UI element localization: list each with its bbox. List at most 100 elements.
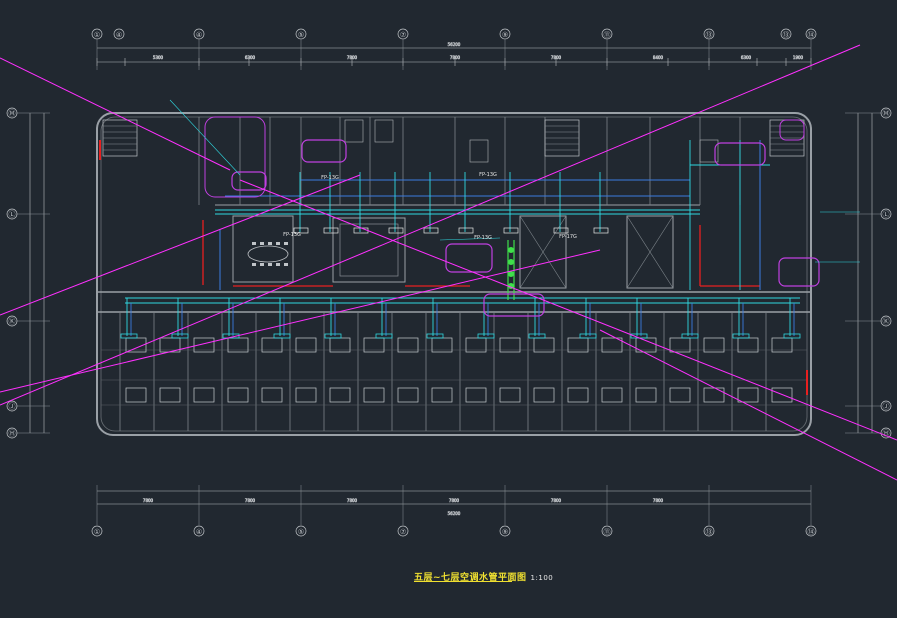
bed	[295, 387, 317, 403]
revision-cloud	[778, 257, 820, 287]
dimension-span-bottom: 7800	[653, 498, 664, 503]
axis-bubble-top	[601, 28, 613, 40]
chair	[260, 242, 264, 245]
bed	[431, 387, 453, 403]
diagonal-line	[0, 249, 601, 393]
annotations	[169, 99, 860, 317]
toilet-room	[374, 119, 394, 143]
toilet-room	[469, 139, 489, 163]
drawing-title-text: 五层~七层空调水管平面图	[414, 573, 527, 583]
conference-table	[247, 245, 289, 263]
axis-label-left: Ⓚ	[9, 318, 16, 326]
axis-bubble-bottom	[499, 525, 511, 537]
axis-label-right: Ⓛ	[883, 211, 890, 219]
riser-valve	[508, 271, 514, 277]
axis-bubble-bottom	[397, 525, 409, 537]
dimension-span-bottom: 7800	[245, 498, 256, 503]
dimension-span-top: 1900	[793, 55, 804, 60]
axis-label-bottom: ⑬	[706, 528, 713, 536]
bed	[499, 337, 521, 353]
fan-coil-unit	[375, 333, 393, 339]
chair	[260, 263, 264, 266]
chair	[276, 242, 280, 245]
fan-coil-label: FP-13G	[283, 232, 301, 238]
fan-coil-unit	[388, 227, 404, 234]
axis-label-top: ⑬	[706, 31, 713, 39]
leader-line	[439, 237, 501, 241]
axis-label-left: Ⓛ	[9, 211, 16, 219]
fan-coil-unit	[171, 333, 189, 339]
bed	[771, 337, 793, 353]
diagonal-line	[599, 329, 897, 481]
bed	[533, 387, 555, 403]
axis-label-right: Ⓚ	[883, 318, 890, 326]
bed	[771, 387, 793, 403]
drawing-scale: 1:100	[530, 574, 554, 582]
axis-label-top: ④	[196, 31, 202, 39]
bed	[669, 387, 691, 403]
dimension-span-top: 5300	[153, 55, 164, 60]
bed	[465, 387, 487, 403]
meeting-room	[232, 215, 294, 283]
axis-label-bottom: ④	[196, 528, 202, 536]
dimension-span-bottom: 7800	[347, 498, 358, 503]
bed	[567, 387, 589, 403]
axis-label-right: Ⓜ	[883, 110, 890, 118]
bed	[499, 387, 521, 403]
axis-bubble-top	[499, 28, 511, 40]
fan-coil-label: FP-13G	[474, 235, 492, 241]
fan-coil-unit	[528, 333, 546, 339]
riser-valve	[508, 259, 514, 265]
bed	[227, 387, 249, 403]
fan-coil-unit	[423, 227, 439, 234]
chair	[252, 242, 256, 245]
fan-coil-unit	[323, 227, 339, 234]
bed	[261, 337, 283, 353]
axis-bubble-bottom	[703, 525, 715, 537]
axis-label-top: ⑬	[783, 31, 790, 39]
axis-bubble-bottom	[91, 525, 103, 537]
dimension-span-top: 6300	[245, 55, 256, 60]
bed	[397, 387, 419, 403]
axis-label-top: ⑨	[502, 31, 508, 39]
axis-label-top: ⑭	[808, 31, 815, 39]
dimension-span-bottom: 7800	[551, 498, 562, 503]
revision-cloud	[301, 139, 347, 163]
dimension-span-top: 7800	[347, 55, 358, 60]
axis-label-top: ⑤	[298, 31, 304, 39]
revision-cloud	[779, 119, 805, 141]
fan-coil-unit	[579, 333, 597, 339]
dimension-span-bottom: 7800	[449, 498, 460, 503]
riser-valve	[508, 247, 514, 253]
bed	[703, 337, 725, 353]
bed	[329, 387, 351, 403]
bed	[159, 387, 181, 403]
leader-line	[169, 99, 241, 176]
office-inner	[339, 223, 399, 277]
bed	[703, 387, 725, 403]
diagonal-line	[0, 174, 361, 316]
axis-label-top: ⑪	[604, 31, 611, 39]
toilet-room	[344, 119, 364, 143]
axis-label-left: Ⓗ	[9, 430, 16, 438]
axis-label-top: ⑦	[400, 31, 406, 39]
axis-label-right: Ⓙ	[883, 403, 890, 411]
bed	[601, 387, 623, 403]
office-room	[332, 217, 406, 283]
floor-plan	[96, 112, 812, 436]
fan-coil-unit	[593, 227, 609, 234]
chair	[284, 242, 288, 245]
chair	[276, 263, 280, 266]
axis-label-bottom: ⑭	[808, 528, 815, 536]
building-inner-outline	[100, 116, 808, 432]
elevator-shaft	[626, 215, 674, 289]
bed	[669, 337, 691, 353]
bed	[635, 387, 657, 403]
bed	[363, 387, 385, 403]
fan-coil-unit	[120, 333, 138, 339]
bed	[261, 387, 283, 403]
fan-coil-unit	[553, 227, 569, 234]
